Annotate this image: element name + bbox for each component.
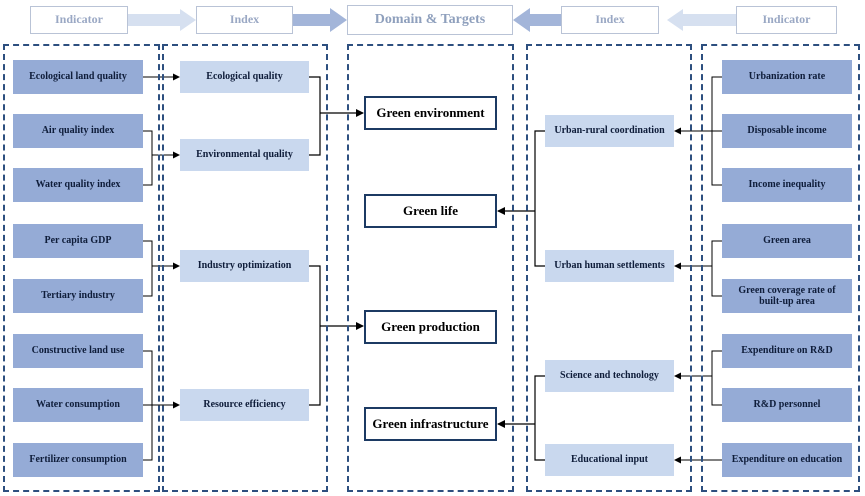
connector — [143, 240, 153, 297]
panel-right-indicators — [701, 44, 860, 492]
left-indicator-tertiary-industry: Tertiary industry — [13, 279, 143, 313]
right-index-science-and-technology: Science and technology — [545, 360, 674, 392]
connector — [309, 265, 321, 406]
left-index-environmental-quality: Environmental quality — [180, 139, 309, 171]
target-green-life: Green life — [364, 194, 497, 228]
left-indicator-ecological-land-quality: Ecological land quality — [13, 60, 143, 94]
connector — [711, 350, 722, 406]
connector — [309, 76, 321, 156]
header-arrow-2 — [293, 8, 347, 32]
right-indicator-green-coverage-rate: Green coverage rate of built-up area — [722, 279, 852, 313]
left-connectors — [143, 73, 180, 461]
right-indicator-expenditure-on-rd: Expenditure on R&D — [722, 334, 852, 368]
header-arrow-4 — [667, 9, 736, 31]
header-left-index: Index — [196, 6, 293, 34]
right-indicator-rd-personnel: R&D personnel — [722, 388, 852, 422]
right-indicator-green-area: Green area — [722, 224, 852, 258]
target-green-production: Green production — [364, 310, 497, 344]
panel-left-indicators — [3, 44, 160, 492]
left-index-resource-efficiency: Resource efficiency — [180, 389, 309, 421]
right-indicator-expenditure-on-education: Expenditure on education — [722, 443, 852, 477]
header-right-index: Index — [561, 6, 659, 34]
connector — [534, 130, 545, 267]
right-indicator-disposable-income: Disposable income — [722, 114, 852, 148]
header-arrow-1 — [128, 9, 196, 31]
target-green-environment: Green environment — [364, 96, 497, 130]
left-indicator-air-quality-index: Air quality index — [13, 114, 143, 148]
right-connectors — [674, 76, 722, 464]
right-indicator-income-inequality: Income inequality — [722, 168, 852, 202]
panel-right-indices — [526, 44, 692, 492]
right-index-educational-input: Educational input — [545, 444, 674, 476]
header-arrow-3 — [513, 8, 561, 32]
left-indicator-water-quality-index: Water quality index — [13, 168, 143, 202]
connector — [143, 130, 153, 186]
left-indicator-per-capita-gdp: Per capita GDP — [13, 224, 143, 258]
header-domain-targets: Domain & Targets — [347, 5, 513, 35]
panel-left-indices — [162, 44, 328, 492]
right-index-urban-human-settlements: Urban human settlements — [545, 250, 674, 282]
header-left-indicator: Indicator — [30, 6, 128, 34]
left-indicator-water-consumption: Water consumption — [13, 388, 143, 422]
left-index-industry-optimization: Industry optimization — [180, 250, 309, 282]
right-index-urban-rural-coordination: Urban-rural coordination — [545, 115, 674, 147]
left-indicator-constructive-land-use: Constructive land use — [13, 334, 143, 368]
right-indicator-urbanization-rate: Urbanization rate — [722, 60, 852, 94]
header-right-indicator: Indicator — [736, 6, 837, 34]
right-target-connectors — [497, 130, 545, 461]
left-indicator-fertilizer-consumption: Fertilizer consumption — [13, 443, 143, 477]
panel-targets — [347, 44, 514, 492]
target-green-infrastructure: Green infrastructure — [364, 407, 497, 441]
connector — [534, 375, 545, 461]
header-arrows — [128, 8, 736, 32]
connector — [711, 240, 722, 297]
left-index-ecological-quality: Ecological quality — [180, 61, 309, 93]
